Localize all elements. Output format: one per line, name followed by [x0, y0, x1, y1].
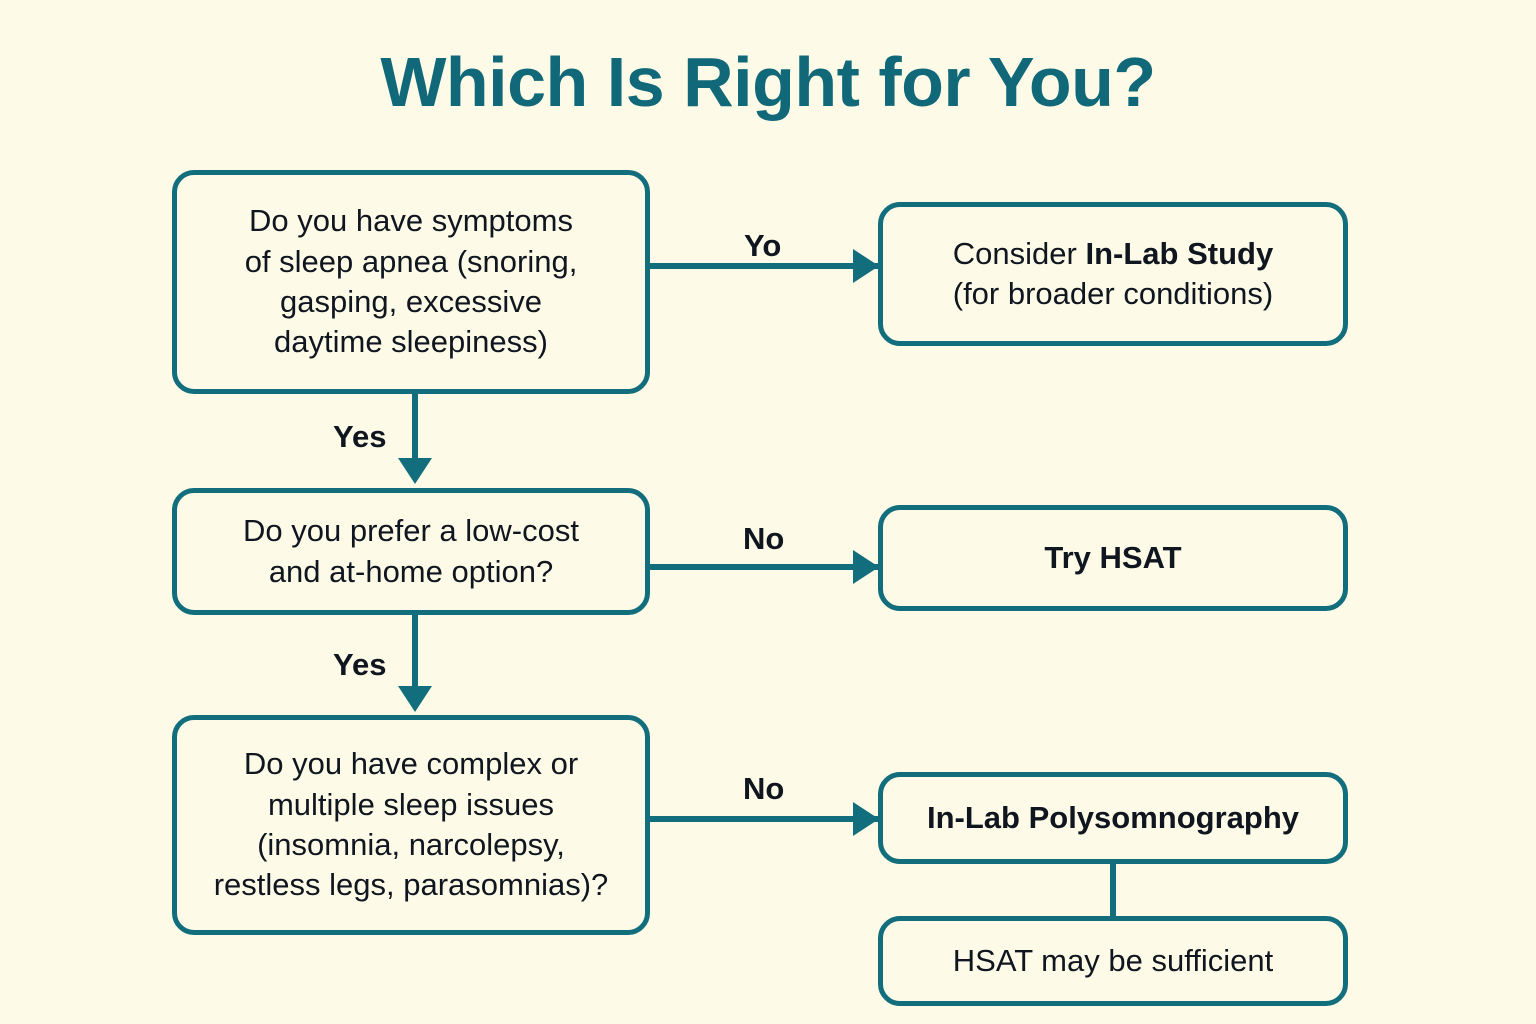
r1-line-1-prefix: Consider [952, 235, 1086, 271]
q3-line-4: restless legs, parasomnias)? [213, 867, 609, 903]
arrowhead-q1-to-q2 [398, 458, 432, 484]
arrowhead-q1-to-r1 [853, 249, 879, 283]
connector-q1-to-r1 [650, 263, 878, 269]
question-box-low-cost-text: Do you prefer a low-cost and at-home opt… [191, 511, 631, 592]
edge-label-q2-to-q3: Yes [333, 647, 387, 682]
connector-q3-to-r3 [650, 816, 878, 822]
edge-label-q1-to-q2: Yes [333, 419, 387, 454]
result-box-in-lab-study-text: Consider In-Lab Study (for broader condi… [897, 234, 1329, 315]
result-box-hsat-sufficient-text: HSAT may be sufficient [952, 942, 1274, 978]
edge-label-q1-to-r1: Yo [744, 228, 782, 263]
question-box-low-cost: Do you prefer a low-cost and at-home opt… [172, 488, 650, 615]
question-box-complex-issues-text: Do you have complex or multiple sleep is… [191, 744, 631, 905]
q1-line-4: daytime sleepiness) [274, 324, 548, 360]
q1-line-2: of sleep apnea (snoring, [244, 243, 578, 279]
connector-q2-to-r2 [650, 564, 878, 570]
arrowhead-q3-to-r3 [853, 802, 879, 836]
q1-line-1: Do you have symptoms [249, 203, 573, 239]
connector-q2-to-q3 [412, 615, 418, 690]
arrowhead-q2-to-q3 [398, 686, 432, 712]
question-box-symptoms-text: Do you have symptoms of sleep apnea (sno… [191, 201, 631, 362]
q2-line-1: Do you prefer a low-cost [243, 513, 579, 549]
q3-line-1: Do you have complex or [243, 746, 579, 782]
result-box-in-lab-study: Consider In-Lab Study (for broader condi… [878, 202, 1348, 346]
r1-line-2: (for broader conditions) [952, 276, 1274, 311]
edge-label-q3-to-r3: No [743, 771, 785, 806]
edge-label-q2-to-r2: No [743, 521, 785, 556]
r1-line-1-strong: In-Lab Study [1085, 235, 1274, 271]
page-title: Which Is Right for You? [380, 43, 1156, 121]
q3-line-2: multiple sleep issues [267, 786, 555, 822]
q3-line-3: (insomnia, narcolepsy, [257, 827, 565, 862]
connector-r3-to-r4 [1110, 862, 1116, 920]
arrowhead-q2-to-r2 [853, 550, 879, 584]
result-box-polysomnography: In-Lab Polysomnography [878, 772, 1348, 864]
question-box-complex-issues: Do you have complex or multiple sleep is… [172, 715, 650, 935]
question-box-symptoms: Do you have symptoms of sleep apnea (sno… [172, 170, 650, 394]
q2-line-2: and at-home option? [268, 553, 554, 589]
result-box-try-hsat-text: Try HSAT [1044, 539, 1182, 575]
result-box-try-hsat: Try HSAT [878, 505, 1348, 611]
q1-line-3: gasping, excessive [280, 284, 542, 319]
result-box-polysomnography-text: In-Lab Polysomnography [926, 799, 1300, 835]
result-box-hsat-sufficient: HSAT may be sufficient [878, 916, 1348, 1006]
connector-q1-to-q2 [412, 394, 418, 462]
